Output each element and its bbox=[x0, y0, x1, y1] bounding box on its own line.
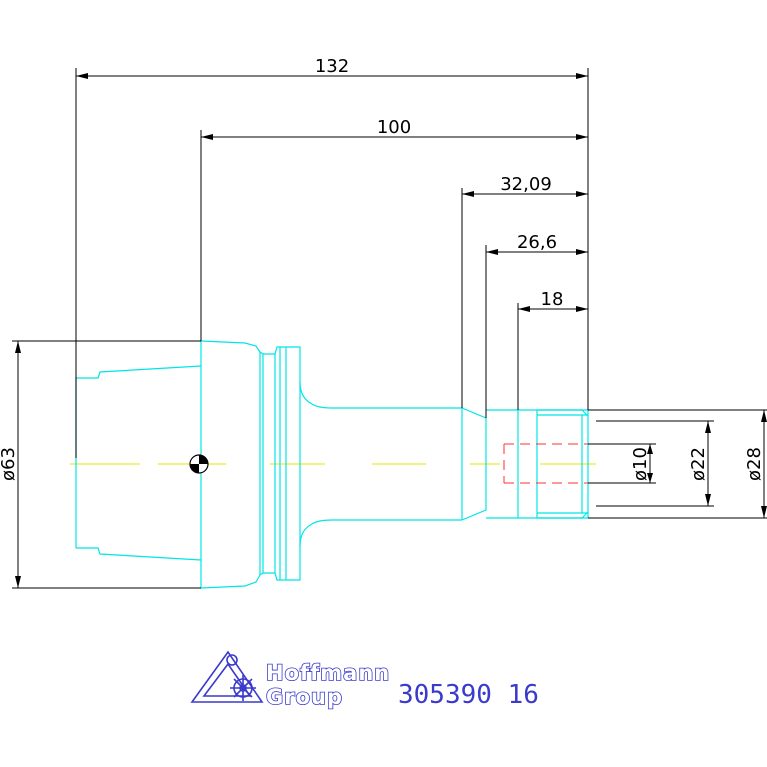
center-mark-icon bbox=[189, 454, 209, 474]
logo-line2: Group bbox=[266, 685, 343, 709]
dim-18-label: 18 bbox=[541, 289, 564, 310]
dim-32-label: 32,09 bbox=[500, 174, 552, 195]
part-number: 305390 16 bbox=[398, 680, 539, 710]
part-outline bbox=[75, 340, 589, 589]
dimension-lines bbox=[12, 68, 767, 589]
dim-100-label: 100 bbox=[377, 117, 411, 138]
dim-26-label: 26,6 bbox=[517, 232, 557, 253]
dim-132-label: 132 bbox=[315, 56, 349, 77]
dim-dia63-label: ø63 bbox=[0, 447, 19, 481]
hoffmann-logo: Hoffmann Group bbox=[190, 650, 390, 710]
logo-mark-icon bbox=[190, 650, 264, 703]
dim-dia10-label: ø10 bbox=[630, 447, 651, 481]
dim-dia22-label: ø22 bbox=[688, 447, 709, 481]
dim-dia28-label: ø28 bbox=[744, 447, 765, 481]
logo-line1: Hoffmann bbox=[266, 661, 390, 685]
dimension-arrows bbox=[15, 73, 767, 588]
hidden-bore bbox=[503, 443, 588, 484]
